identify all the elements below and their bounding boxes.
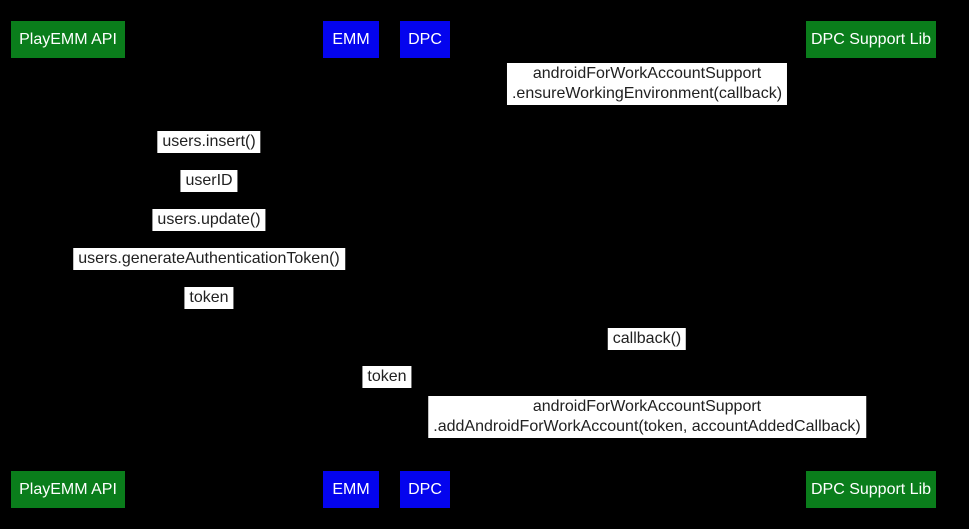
message-line: token (189, 289, 229, 306)
participant-label: EMM (332, 480, 370, 498)
participant-dpc-top: DPC (400, 21, 450, 58)
message-line: userID (185, 172, 233, 189)
participant-label: DPC (408, 480, 442, 498)
message-line: users.update() (157, 211, 261, 228)
participant-label: EMM (332, 30, 370, 48)
message-users-generate-authentication-token: users.generateAuthenticationToken() (73, 248, 345, 270)
message-add-android-for-work-account: androidForWorkAccountSupport .addAndroid… (428, 396, 866, 438)
participant-emm-top: EMM (323, 21, 379, 58)
participant-label: DPC Support Lib (810, 30, 932, 48)
message-callback: callback() (607, 328, 687, 350)
message-users-insert: users.insert() (157, 131, 261, 153)
message-users-update: users.update() (152, 209, 266, 231)
message-ensure-working-environment: androidForWorkAccountSupport .ensureWork… (506, 63, 788, 105)
participant-label: PlayEMM API (19, 30, 117, 48)
message-line: .addAndroidForWorkAccount(token, account… (433, 418, 861, 435)
message-line: users.generateAuthenticationToken() (78, 250, 340, 267)
participant-dpc-support-lib-top: DPC Support Lib (806, 21, 936, 58)
message-user-id-response: userID (180, 170, 238, 192)
participant-label: PlayEMM API (19, 480, 117, 498)
participant-label: DPC (408, 30, 442, 48)
participant-dpc-bottom: DPC (400, 471, 450, 508)
participant-playemm-api-bottom: PlayEMM API (11, 471, 125, 508)
message-line: .ensureWorkingEnvironment(callback) (511, 85, 783, 102)
participant-label: DPC Support Lib (810, 480, 932, 498)
message-token-to-dpc: token (362, 366, 412, 388)
message-line: callback() (612, 330, 682, 347)
message-line: androidForWorkAccountSupport (532, 65, 762, 82)
message-line: users.insert() (162, 133, 256, 150)
participant-emm-bottom: EMM (323, 471, 379, 508)
message-line: androidForWorkAccountSupport (532, 398, 762, 415)
message-token-response: token (184, 287, 234, 309)
message-line: token (367, 368, 407, 385)
participant-playemm-api-top: PlayEMM API (11, 21, 125, 58)
participant-dpc-support-lib-bottom: DPC Support Lib (806, 471, 936, 508)
